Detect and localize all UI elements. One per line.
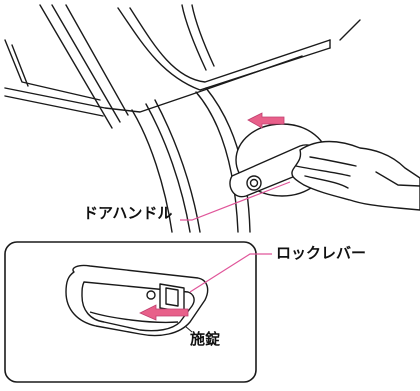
pull-arrow-icon <box>247 112 285 129</box>
lock-lever-leader <box>189 253 272 293</box>
locking-label: 施錠 <box>190 330 221 348</box>
lock-lever-label: ロックレバー <box>276 244 367 262</box>
locking-leader <box>184 325 193 333</box>
car-door-outline <box>4 4 361 233</box>
hand <box>291 140 420 211</box>
door-handle-leader <box>180 181 291 221</box>
interior-handle <box>65 264 209 337</box>
door-handle-label: ドアハンドル <box>83 204 173 222</box>
lock-arrow-icon <box>139 304 189 321</box>
